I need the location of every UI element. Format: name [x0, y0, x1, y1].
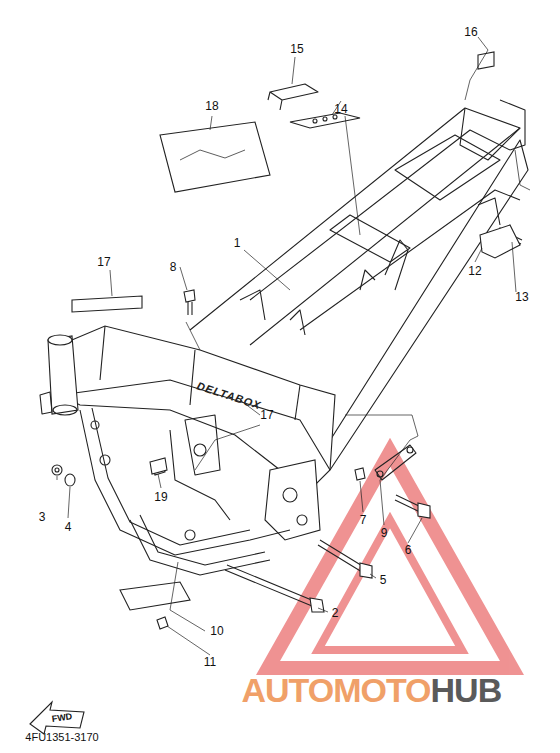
callout-number: 18	[205, 100, 218, 112]
callout-number: 3	[39, 511, 46, 523]
fwd-arrow	[30, 702, 84, 734]
leader-lines	[57, 37, 516, 655]
callout-number: 15	[290, 43, 303, 55]
callout-number: 4	[65, 521, 72, 533]
callout-number: 5	[380, 574, 387, 586]
engine-cradle	[80, 408, 290, 575]
callout-number: 17	[97, 256, 110, 268]
callout-number: 16	[464, 26, 477, 38]
callout-number: 10	[210, 625, 223, 637]
callout-number: 2	[332, 607, 339, 619]
bolts	[52, 228, 522, 629]
callout-number: 1	[234, 237, 241, 249]
main-beam	[40, 326, 335, 540]
diagram-code: 4FU1351-3170	[25, 732, 98, 743]
callout-number: 19	[154, 491, 167, 503]
callout-number: 17	[260, 409, 273, 421]
callout-number: 13	[515, 291, 528, 303]
callout-number: 9	[381, 527, 388, 539]
watermark-text: HUB	[431, 673, 502, 707]
callout-number: 12	[468, 265, 481, 277]
callout-number: 7	[360, 514, 367, 526]
callout-number: 6	[405, 544, 412, 556]
callout-number: 8	[170, 261, 177, 273]
small-parts	[72, 52, 520, 610]
watermark-text: AUTOMOTO	[241, 673, 430, 707]
callout-number: 14	[334, 103, 347, 115]
callout-number: 11	[204, 656, 216, 668]
